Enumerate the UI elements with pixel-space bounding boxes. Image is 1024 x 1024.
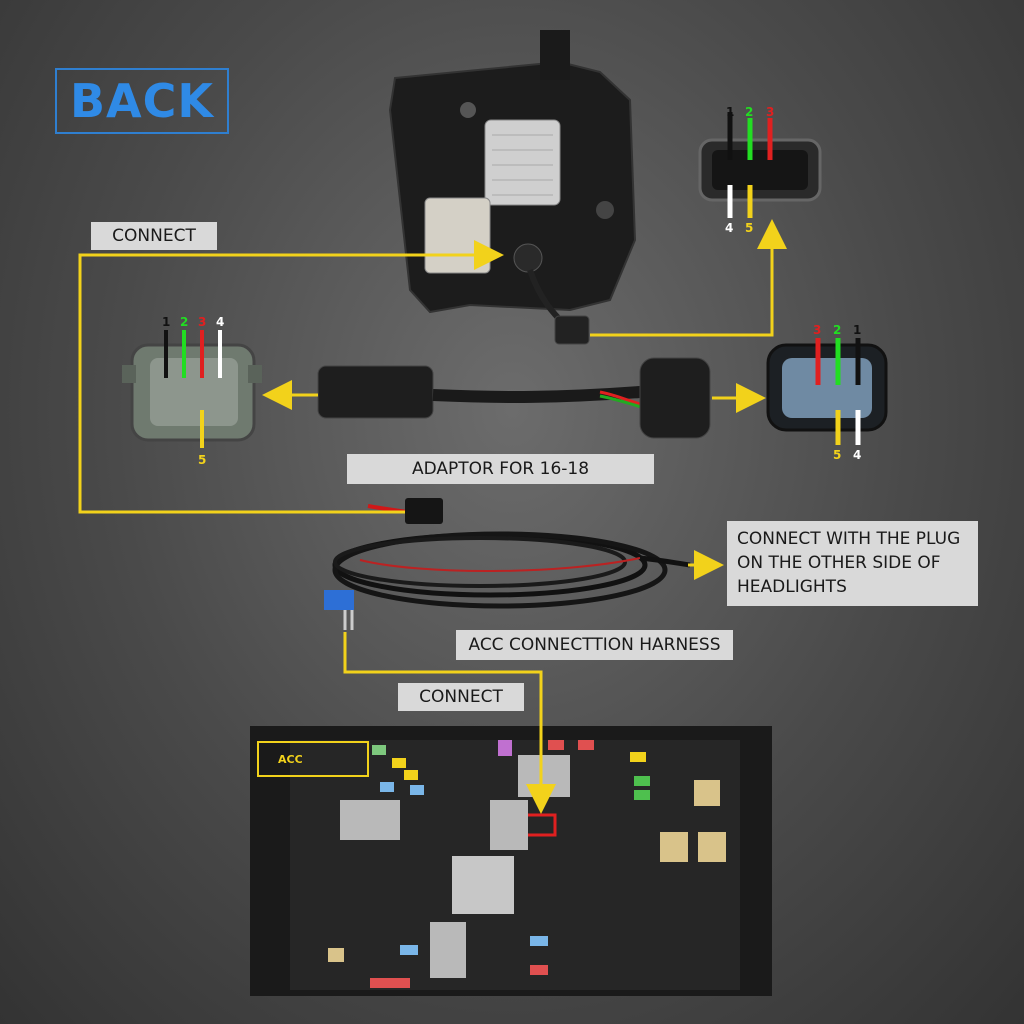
adaptor-cable xyxy=(317,357,711,439)
headlight-back-housing xyxy=(388,30,637,345)
pin-number: 4 xyxy=(216,315,224,329)
pin-number: 2 xyxy=(745,105,753,119)
pin-number: 1 xyxy=(853,323,861,337)
pin-number: 3 xyxy=(813,323,821,337)
pin-number: 4 xyxy=(853,448,861,462)
pin-number: 1 xyxy=(726,105,734,119)
connect-label-bottom: CONNECT xyxy=(398,683,524,711)
headlight-connector-top xyxy=(698,112,822,218)
pin-number: 5 xyxy=(833,448,841,462)
adaptor-connector-left xyxy=(122,330,262,448)
acc-label: ACC xyxy=(278,753,303,766)
connect-plug-line: CONNECT WITH THE PLUG xyxy=(737,529,961,549)
connect-plug-line: ON THE OTHER SIDE OF xyxy=(737,553,941,573)
pin-number: 2 xyxy=(180,315,188,329)
acc-harness-label: ACC CONNECTTION HARNESS xyxy=(456,630,733,660)
connect-plug-line: HEADLIGHTS xyxy=(737,577,847,597)
pin-number: 5 xyxy=(198,453,206,467)
pin-number: 3 xyxy=(766,105,774,119)
connect-label-top: CONNECT xyxy=(91,222,217,250)
pin-number: 3 xyxy=(198,315,206,329)
pin-number: 1 xyxy=(162,315,170,329)
connection-lines xyxy=(78,219,787,814)
connect-plug-label: CONNECT WITH THE PLUG ON THE OTHER SIDE … xyxy=(727,521,978,606)
page-title: BACK xyxy=(55,68,229,134)
pin-number: 5 xyxy=(745,221,753,235)
adaptor-connector-right xyxy=(766,338,888,445)
acc-harness-coil xyxy=(324,498,691,630)
fuse-box xyxy=(250,726,772,996)
pin-number: 4 xyxy=(725,221,733,235)
pin-labels: 1 2 3 4 5 1 2 3 4 5 3 2 1 5 4 ACC xyxy=(162,105,861,766)
pin-number: 2 xyxy=(833,323,841,337)
adaptor-label: ADAPTOR FOR 16-18 xyxy=(347,454,654,484)
